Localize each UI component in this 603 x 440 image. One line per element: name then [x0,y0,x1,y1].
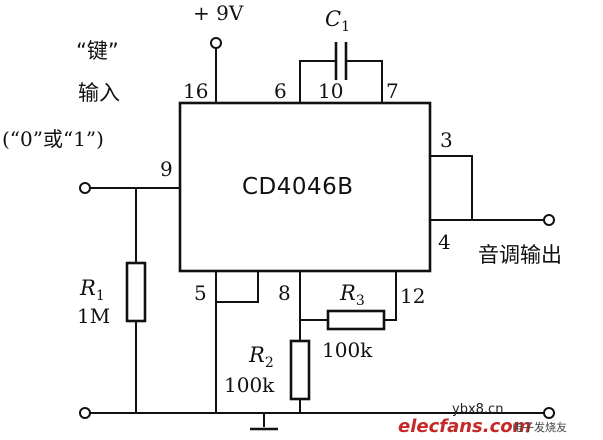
r1-letter: R [79,276,96,300]
pin-4-label: 4 [438,230,451,254]
r3-resistor [326,309,386,331]
r1-label: R1 [79,276,105,304]
pin-16-label: 16 [183,79,208,103]
supply-label: + 9V [193,1,244,25]
pin3-pin4-link [430,155,473,221]
output-terminal[interactable] [543,214,555,226]
r3-letter: R [339,281,356,305]
r2-resistor [289,339,311,401]
ic-label: CD4046B [242,174,354,200]
pin-7-label: 7 [386,79,399,103]
watermark-brand: elecfans.com [398,416,531,437]
capacitor-letter: C [325,7,341,31]
key-input-line1: “键” [76,39,119,63]
pin-9-label: 9 [160,157,173,181]
r1-resistor [125,261,147,323]
ground-terminal[interactable] [79,407,91,419]
r2-letter: R [248,343,265,367]
watermark-tagline: 电子发烧友 [512,420,567,434]
watermark-site: ybx8.cn [452,402,503,417]
capacitor-label: C1 [325,7,350,35]
output-label: 音调输出 [478,243,562,267]
key-input-line2: 输入 [78,81,120,105]
pin-8-label: 8 [278,281,291,305]
pin-5-label: 5 [194,281,207,305]
r3-label: R3 [339,281,365,309]
key-input-values: (“0”或“1”) [2,127,104,151]
r2-label: R2 [248,343,274,371]
r3-wire-right [384,271,397,321]
pin5-stub [216,271,259,303]
r3-value: 100k [322,338,373,362]
r3-subscript: 3 [356,293,365,309]
r1-value: 1M [77,304,110,328]
pin-3-label: 3 [440,128,453,152]
key-input-terminal[interactable] [79,182,91,194]
capacitor-subscript: 1 [341,19,350,35]
r2-subscript: 2 [265,355,274,371]
ground-output-terminal[interactable] [543,407,555,419]
pin-12-label: 12 [400,284,425,308]
supply-terminal[interactable] [210,37,222,49]
pin-6-label: 6 [274,79,287,103]
capacitor-wire-left [299,60,336,103]
r1-subscript: 1 [96,288,105,304]
capacitor-wire-right [346,60,383,103]
r2-value: 100k [224,373,275,397]
pin-10-label: 10 [318,79,343,103]
